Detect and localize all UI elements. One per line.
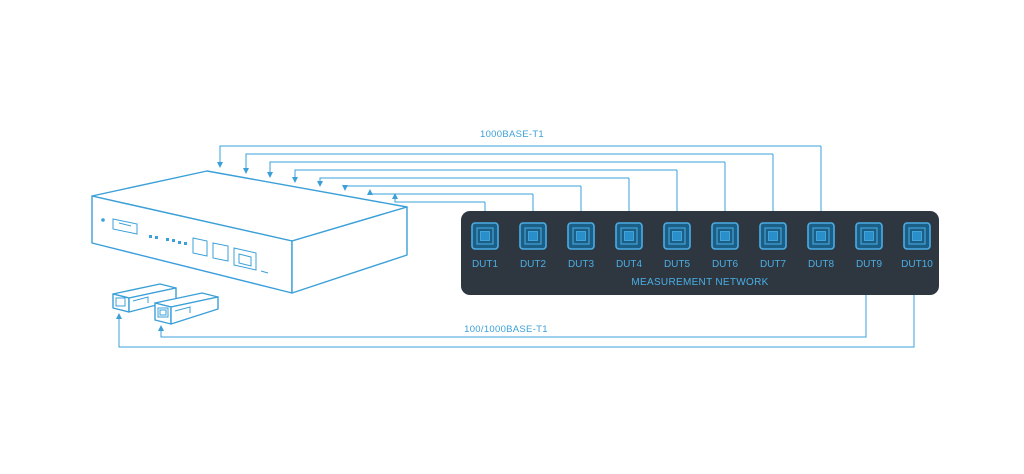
sfp-module-1-icon xyxy=(112,283,177,313)
dut-8: DUT8 xyxy=(807,222,835,270)
rj45-port-icon xyxy=(233,247,257,271)
dut-1: DUT1 xyxy=(471,222,499,270)
wire-to-switch xyxy=(317,177,629,187)
dut-7: DUT7 xyxy=(759,222,787,270)
wire-to-switch xyxy=(292,169,677,183)
dut-label: DUT1 xyxy=(472,259,499,270)
wire-to-switch xyxy=(342,185,581,191)
bottom-bus-wires xyxy=(116,293,915,348)
dut-10: DUT10 xyxy=(901,222,933,270)
wire-to-switch xyxy=(267,161,725,178)
dut-label: DUT10 xyxy=(901,259,933,270)
wire-to-switch xyxy=(243,153,773,174)
sfp-module-2-icon xyxy=(154,292,219,325)
dut-2: DUT2 xyxy=(519,222,547,270)
dut-label: DUT5 xyxy=(664,259,691,270)
console-port-icon xyxy=(112,218,138,235)
dut-label: DUT8 xyxy=(808,259,835,270)
dut-label: DUT7 xyxy=(760,259,787,270)
wire-to-switch xyxy=(367,189,533,195)
dut-label: DUT9 xyxy=(856,259,883,270)
wire-to-switch xyxy=(392,193,485,203)
dut-6: DUT6 xyxy=(711,222,739,270)
dut-label: DUT3 xyxy=(568,259,595,270)
dut-label: DUT4 xyxy=(616,259,643,270)
network-label: MEASUREMENT NETWORK xyxy=(631,277,768,288)
sfp-port-1-icon xyxy=(192,237,208,257)
top-bus-label: 1000BASE-T1 xyxy=(480,129,544,140)
wire-to-switch xyxy=(217,145,821,168)
dut-9: DUT9 xyxy=(855,222,883,270)
dut-label: DUT2 xyxy=(520,259,547,270)
dut-row: DUT1 DUT2 DUT3 DUT4 DUT5 DUT6 DUT7 DUT8 DUT9 DUT1… xyxy=(471,222,933,270)
status-leds-icon xyxy=(149,235,187,245)
dut-5: DUT5 xyxy=(663,222,691,270)
bottom-bus-label: 100/1000BASE-T1 xyxy=(464,324,548,335)
power-led-icon xyxy=(101,218,105,222)
dut-3: DUT3 xyxy=(567,222,595,270)
sfp-port-2-icon xyxy=(212,242,229,262)
dut-label: DUT6 xyxy=(712,259,739,270)
dut-4: DUT4 xyxy=(615,222,643,270)
switch-device xyxy=(91,170,408,294)
